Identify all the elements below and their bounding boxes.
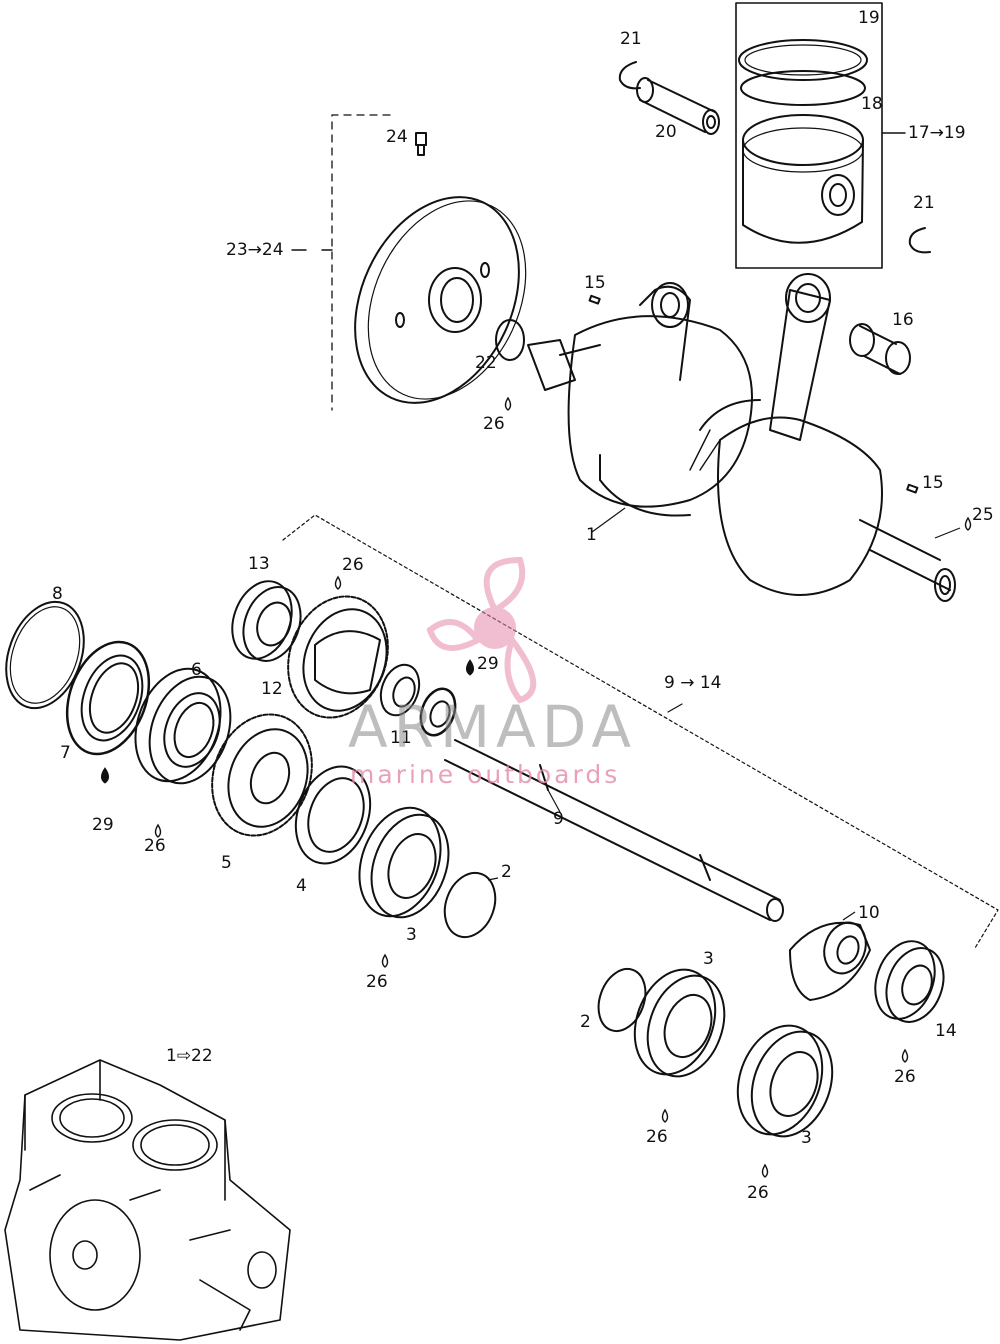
- callout-c26c: 26: [144, 836, 166, 856]
- callout-c6: 6: [191, 660, 202, 680]
- callout-c29b: 29: [92, 815, 114, 835]
- ball-bearing-3-middle: [633, 968, 726, 1078]
- leader-lines: [487, 507, 961, 921]
- callout-c18: 18: [861, 94, 883, 114]
- key-15-bottom: [906, 483, 919, 494]
- callout-c17_19: 17→19: [908, 123, 966, 143]
- callout-c20: 20: [655, 122, 677, 142]
- o-ring-22: [495, 319, 525, 361]
- callout-c19: 19: [858, 8, 880, 28]
- callout-c26g: 26: [747, 1183, 769, 1203]
- wrist-pin: [636, 77, 720, 135]
- callout-c2b: 2: [580, 1012, 591, 1032]
- callout-c15b: 15: [922, 473, 944, 493]
- callout-c5: 5: [221, 853, 232, 873]
- callout-c22: 22: [475, 353, 497, 373]
- callout-c8: 8: [52, 584, 63, 604]
- drop-26-b: [334, 575, 342, 590]
- lubricant-drops: [154, 396, 972, 1178]
- rotary-valve-disc: [354, 196, 527, 404]
- bracket-9-14: [282, 514, 999, 949]
- seal-11: [379, 663, 421, 717]
- callout-c1: 1: [586, 525, 597, 545]
- gear-12: [287, 595, 389, 719]
- callout-c21b: 21: [913, 193, 935, 213]
- piston: [742, 114, 864, 244]
- callout-c16: 16: [892, 310, 914, 330]
- shim-8: [5, 600, 85, 710]
- callout-c7: 7: [60, 743, 71, 763]
- callout-c4: 4: [296, 876, 307, 896]
- ball-bearing-3-left: [358, 806, 450, 919]
- piston-ring-19: [738, 39, 868, 81]
- callout-c26a: 26: [483, 414, 505, 434]
- watermark-logo: [426, 556, 537, 704]
- drop-29-b: [101, 767, 109, 784]
- bracket-23-24: [331, 114, 391, 411]
- callout-c13: 13: [248, 554, 270, 574]
- callout-c10: 10: [858, 903, 880, 923]
- needle-bearing-16: [849, 323, 911, 375]
- drop-29-a: [466, 659, 474, 676]
- callout-c3c: 3: [801, 1128, 812, 1148]
- grease-drops: [101, 659, 474, 784]
- callout-c26e: 26: [894, 1067, 916, 1087]
- drop-26-e: [661, 1108, 669, 1123]
- ball-bearing-13: [231, 580, 302, 662]
- circlip-21-right: [908, 227, 931, 254]
- ball-bearing-6: [134, 667, 232, 785]
- circlip-2-right: [597, 968, 647, 1032]
- crankshaft: [527, 273, 956, 602]
- callout-c15a: 15: [584, 273, 606, 293]
- drop-26-d: [381, 953, 389, 968]
- drop-25: [964, 516, 972, 531]
- circlip-2-left: [443, 871, 497, 939]
- callout-c14: 14: [935, 1021, 957, 1041]
- callout-c29a: 29: [477, 654, 499, 674]
- drop-26-g: [761, 1163, 769, 1178]
- callout-c25: 25: [972, 505, 994, 525]
- callout-c24: 24: [386, 127, 408, 147]
- callout-c9: 9: [553, 809, 564, 829]
- callout-c1_22: 1⇨22: [166, 1046, 213, 1066]
- callout-c9_14: 9 → 14: [664, 673, 722, 693]
- callout-c2a: 2: [501, 862, 512, 882]
- piston-group-frame: [735, 2, 906, 269]
- callout-c26b: 26: [342, 555, 364, 575]
- callout-c23_24: 23→24: [226, 240, 284, 260]
- drop-26-a: [504, 396, 512, 411]
- callout-c26d: 26: [366, 972, 388, 992]
- callout-c21a: 21: [620, 29, 642, 49]
- key-15-top: [588, 294, 601, 305]
- callout-c3a: 3: [406, 925, 417, 945]
- callout-c12: 12: [261, 679, 283, 699]
- ball-bearing-3-right: [736, 1024, 834, 1138]
- watermark-tagline: marine outboards: [350, 760, 621, 789]
- callout-c3b: 3: [703, 949, 714, 969]
- gear-5: [211, 713, 313, 837]
- ball-bearing-14: [874, 940, 945, 1023]
- drop-26-f: [901, 1048, 909, 1063]
- circlip-21-left: [618, 61, 641, 90]
- cam-10: [789, 921, 871, 1001]
- drop-26-c: [154, 823, 162, 838]
- watermark-brand: ARMADA: [348, 693, 638, 761]
- piston-ring-18: [740, 70, 866, 106]
- callout-c26f: 26: [646, 1127, 668, 1147]
- grease-fitting: [415, 132, 427, 156]
- seal-small: [419, 687, 457, 737]
- engine-block: [4, 1059, 291, 1341]
- washer-4: [294, 765, 372, 865]
- callout-c11: 11: [390, 728, 412, 748]
- oil-seal-7: [65, 640, 151, 756]
- shaft-9: [444, 739, 784, 922]
